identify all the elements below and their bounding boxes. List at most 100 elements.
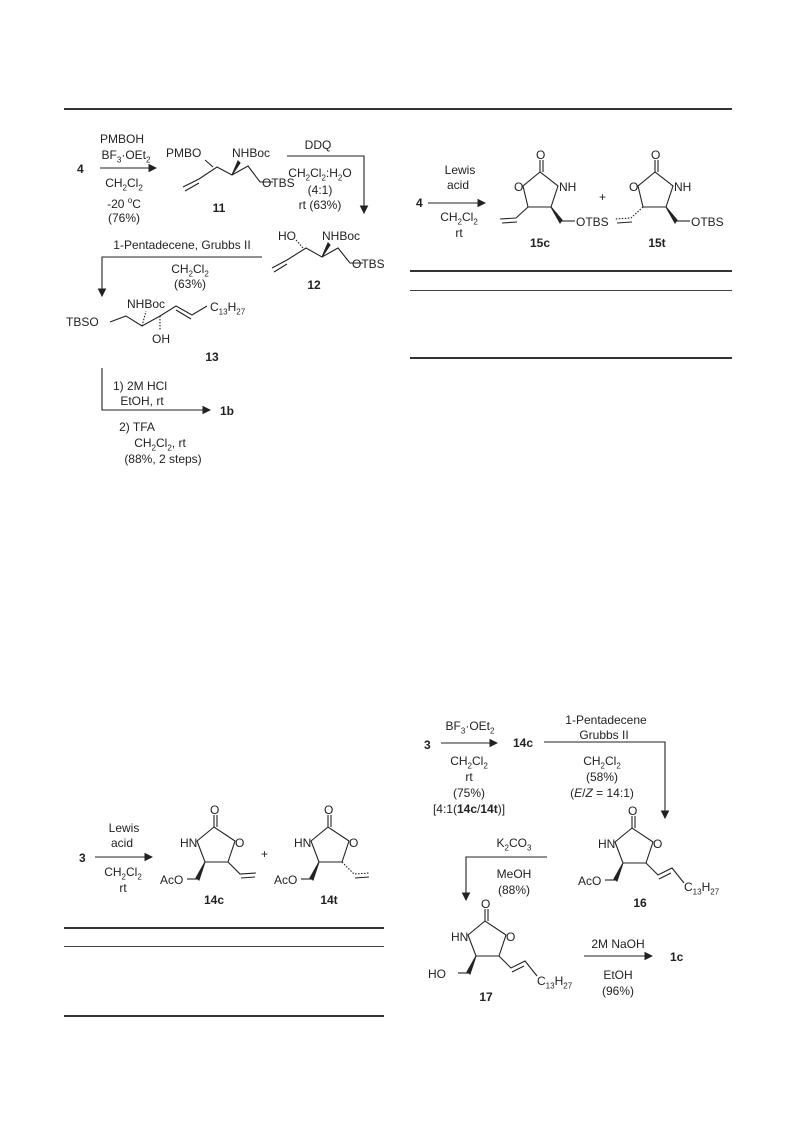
carbonyl-o-15c: O (536, 148, 546, 162)
label-14t: 14t (320, 893, 338, 907)
group-otbs-11: OTBS (262, 176, 295, 190)
reagent-a1-line3: CH2Cl2 (105, 176, 143, 193)
arrow-a2 (287, 155, 369, 215)
c13h27-16: C13H27 (684, 880, 720, 897)
ring-o-14c: O (235, 836, 245, 850)
ho-17: HO (428, 967, 446, 981)
reagent-b-line1: Lewis (444, 163, 476, 177)
ring-14c (196, 826, 236, 863)
reagent-c-line1: Lewis (108, 821, 140, 835)
reagent-c-line4: rt (119, 881, 127, 895)
reagent-a3-line2: CH2Cl2 (171, 262, 209, 279)
hn-16: HN (598, 837, 616, 851)
reagent-a1-line4: -20 oC (107, 196, 141, 211)
reagent-d1-line3: rt (465, 770, 473, 784)
label-12: 12 (307, 278, 321, 292)
arrow-a4 (101, 368, 212, 415)
label-11: 11 (212, 201, 226, 215)
otbs-15t: OTBS (691, 215, 724, 229)
table-b-rule-3 (410, 357, 732, 359)
start-4-b: 4 (416, 196, 423, 210)
ring-17 (467, 920, 507, 957)
top-rule (64, 108, 732, 110)
reagent-d2-line2: Grubbs II (579, 728, 629, 742)
carbonyl-o-17: O (481, 897, 491, 911)
nh-15c: NH (559, 180, 577, 194)
group-oh-13: OH (152, 332, 170, 346)
reagent-d1-line1: BF3·OEt2 (445, 719, 495, 736)
reagent-d2-line3: CH2Cl2 (583, 754, 621, 771)
start-4-a: 4 (77, 162, 84, 176)
arrow-d2 (544, 741, 670, 820)
ring-15c (522, 171, 559, 208)
reagent-c-line3: CH2Cl2 (104, 865, 142, 882)
aco-14c: AcO (160, 873, 184, 887)
group-nhboc-13: NHBoc (127, 297, 166, 311)
group-nhboc-11: NHBoc (232, 146, 271, 160)
group-c13h27-13: C13H27 (210, 300, 246, 317)
intermediate-14c: 14c (513, 736, 534, 750)
reagent-a4-line1: 1) 2M HCl (112, 379, 168, 393)
reagent-d3-line3: (88%) (497, 883, 531, 897)
reagent-a1-line2: BF3·OEt2 (101, 148, 151, 165)
reagent-a2-line3: (4:1) (307, 183, 333, 197)
ring-o-17: O (506, 930, 516, 944)
aco-16: AcO (578, 874, 602, 888)
product-1c: 1c (670, 950, 684, 964)
carbonyl-o-14t: O (324, 803, 334, 817)
carbonyl-o-14c: O (210, 803, 220, 817)
reagent-a3-line1: 1-Pentadecene, Grubbs II (113, 238, 251, 252)
otbs-15c: OTBS (576, 215, 609, 229)
nh-15t: NH (674, 180, 692, 194)
table-c-rule-1 (64, 927, 384, 929)
table-c-rule-3 (64, 1015, 384, 1017)
ring-15t (637, 171, 674, 208)
reagent-d4-line3: (96%) (601, 984, 635, 998)
ring-14t (310, 826, 350, 863)
reagent-d2-line4: (58%) (585, 770, 619, 784)
reagent-a2-line4: rt (63%) (298, 198, 342, 212)
reagent-b-line4: rt (455, 226, 463, 240)
reagent-d1-line5: [4:1(14c/14t)] (432, 802, 506, 816)
group-ho-12: HO (278, 229, 296, 243)
table-b-rule-2 (410, 290, 732, 291)
reagent-a3-line3: (63%) (173, 277, 207, 291)
reagent-d3-line1: K2CO3 (496, 836, 532, 853)
reagent-a1-line1: PMBOH (99, 132, 145, 146)
start-3-c: 3 (79, 851, 86, 865)
reagent-a2-line2: CH2Cl2:H2O (288, 166, 352, 183)
label-14c: 14c (203, 893, 225, 907)
plus-b: + (599, 190, 607, 204)
reagent-a4-line5: (88%, 2 steps) (124, 452, 202, 466)
group-otbs-12: OTBS (352, 257, 385, 271)
reagent-a2-line1: DDQ (304, 138, 332, 152)
arrow-a3 (97, 256, 262, 298)
carbonyl-o-16: O (628, 804, 638, 818)
label-13: 13 (205, 350, 219, 364)
group-pmbo: PMBO (166, 146, 202, 160)
reagent-d1-line2: CH2Cl2 (450, 754, 488, 771)
ring-o-15c: O (514, 180, 524, 194)
reagent-a1-line5: (76%) (107, 211, 141, 225)
reagent-c-line2: acid (110, 836, 134, 850)
ring-o-15t: O (629, 180, 639, 194)
start-3-d: 3 (424, 738, 431, 752)
group-nhboc-12: NHBoc (322, 229, 361, 243)
table-c-rule-2 (64, 946, 384, 947)
hn-14c: HN (180, 836, 198, 850)
reagent-d3-line2: MeOH (496, 867, 532, 881)
table-b-rule-1 (410, 270, 732, 272)
group-tbso-13: TBSO (66, 315, 99, 329)
product-1b: 1b (220, 404, 235, 418)
reagent-d2-line1: 1-Pentadecene (565, 713, 647, 727)
reagent-d4-line1: 2M NaOH (591, 937, 645, 951)
reagent-d1-line4: (75%) (452, 786, 486, 800)
reagent-d2-line5: (E/Z = 14:1) (570, 786, 634, 800)
reagent-a4-line2: EtOH, rt (120, 394, 164, 408)
plus-c: + (261, 847, 269, 861)
ring-o-14t: O (349, 836, 359, 850)
label-15t: 15t (648, 236, 666, 250)
hn-14t: HN (294, 836, 312, 850)
aco-14t: AcO (274, 873, 298, 887)
